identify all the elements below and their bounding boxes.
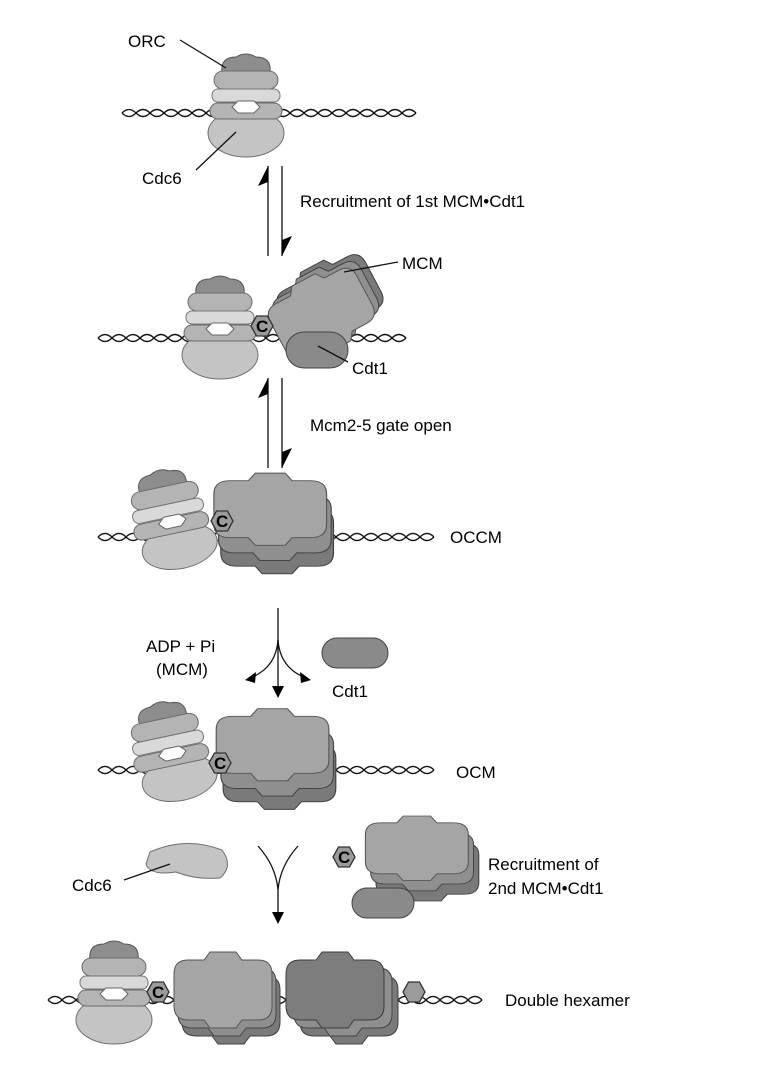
cdt1-protein xyxy=(285,331,349,369)
cdt1-label: Cdt1 xyxy=(352,359,388,378)
cdt1-marker-text: C xyxy=(216,512,228,531)
equilibrium-arrows-1 xyxy=(258,166,292,256)
cdc6-label: Cdc6 xyxy=(142,169,182,188)
recruit-2nd-line1: Recruitment of xyxy=(488,855,599,874)
state4-ocm: C OCM xyxy=(97,692,496,810)
state3-occm: C OCCM xyxy=(97,460,502,578)
orc-complex xyxy=(181,275,259,380)
cdt1-pointer xyxy=(317,345,349,363)
cdt1-marker-text: C xyxy=(214,754,226,773)
ocm-label: OCM xyxy=(456,763,496,782)
orc-complex xyxy=(75,940,153,1045)
state6-double-hexamer: C Double hexamer xyxy=(47,940,630,1045)
orc-pointer xyxy=(179,39,227,69)
orc-complex xyxy=(207,53,285,158)
released-cdt1-protein xyxy=(321,637,389,669)
released-cdc6-protein xyxy=(145,842,228,879)
orc-complex xyxy=(121,692,222,810)
cdt1-marker-text: C xyxy=(256,317,268,336)
occm-label: OCCM xyxy=(450,528,502,547)
second-mcm-hexamer xyxy=(285,951,399,1045)
adp-pi-label: ADP + Pi xyxy=(146,637,215,656)
mcm-pointer xyxy=(343,261,399,273)
state2-mcm-recruited: C MCM Cdt1 xyxy=(97,242,443,380)
equilibrium-arrows-2 xyxy=(258,378,292,468)
state1-orc-cdc6: ORC Cdc6 xyxy=(121,32,417,188)
cdc6-pointer xyxy=(123,863,171,881)
second-cdt1-protein xyxy=(351,887,415,919)
orc-complex xyxy=(121,460,222,578)
cdt1-marker-text: C xyxy=(338,848,350,867)
cdt1-marker-icon xyxy=(402,981,426,1003)
double-hexamer-label: Double hexamer xyxy=(505,991,630,1010)
cdt1-marker-text: C xyxy=(152,983,164,1002)
released-cdt1-label: Cdt1 xyxy=(332,682,368,701)
mcm-atp-label: (MCM) xyxy=(156,660,208,679)
release-step-1: ADP + Pi (MCM) Cdt1 xyxy=(146,608,389,701)
mcm-label: MCM xyxy=(402,254,443,273)
first-mcm-hexamer xyxy=(173,951,281,1045)
released-cdc6-label: Cdc6 xyxy=(72,876,112,895)
step-gate-open: Mcm2-5 gate open xyxy=(310,416,452,435)
mcm-hexamer xyxy=(215,708,337,810)
recruit-2nd-line2: 2nd MCM•Cdt1 xyxy=(488,879,604,898)
cdc6-pointer xyxy=(195,131,237,171)
step-recruitment-1st: Recruitment of 1st MCM•Cdt1 xyxy=(300,192,525,211)
release-step-2: Cdc6 C Recruitment of 2nd MCM•Cdt1 xyxy=(72,815,604,924)
orc-label: ORC xyxy=(128,32,166,51)
